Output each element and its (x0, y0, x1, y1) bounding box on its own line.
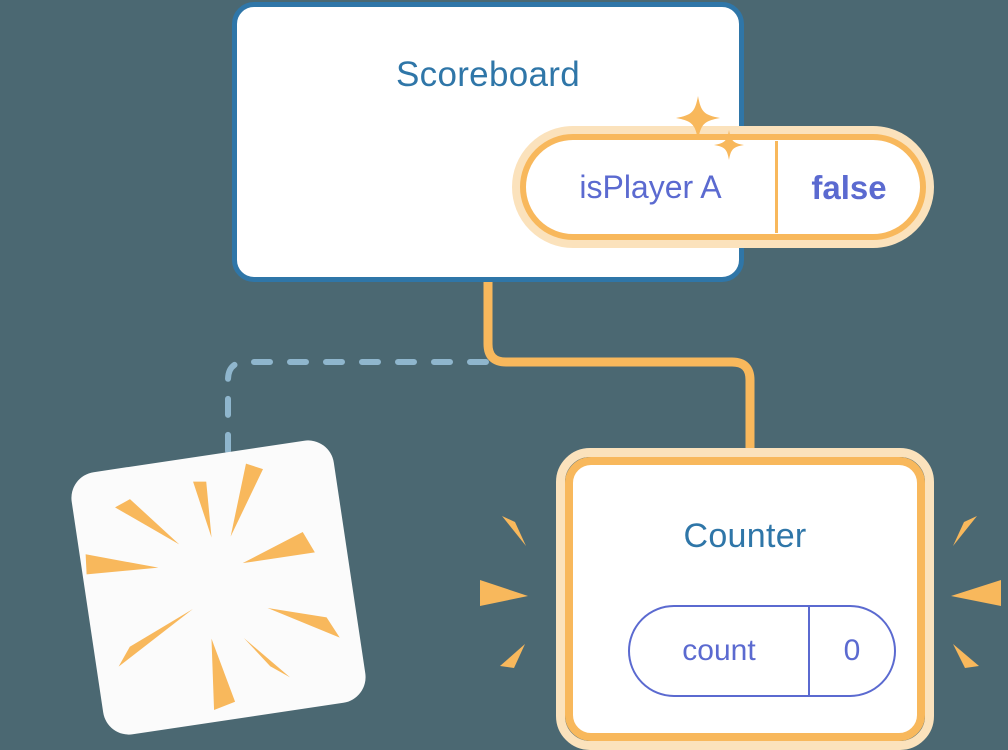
pill-divider (775, 141, 778, 233)
ray (953, 516, 977, 546)
ray (953, 644, 979, 668)
burst-ray (193, 481, 212, 538)
counter-card[interactable]: Counter count 0 (556, 448, 934, 750)
pill-divider (808, 607, 810, 695)
counter-prop-pill[interactable]: count 0 (628, 605, 896, 697)
scoreboard-prop-pill[interactable]: isPlayer A false (512, 126, 934, 248)
scoreboard-prop-value: false (811, 168, 887, 206)
counter-card-body: Counter count 0 (565, 457, 925, 741)
scoreboard-title: Scoreboard (396, 55, 580, 94)
burst-ray (267, 607, 340, 638)
burst-ray (243, 637, 291, 678)
scoreboard-card[interactable]: Scoreboard isPlayer A false (232, 2, 934, 282)
ray (502, 516, 526, 546)
burst-rays (85, 463, 340, 711)
sparkle-small-icon (714, 130, 744, 160)
sparkle-large-icon (676, 96, 720, 140)
counter-rays-left (480, 516, 528, 668)
connector-solid-scoreboard-to-counter (483, 282, 755, 455)
counter-rays-right (951, 516, 1001, 668)
burst-ray (118, 609, 193, 667)
sparkle-group (676, 96, 744, 160)
burst-ray (211, 638, 236, 711)
counter-prop-key: count (682, 634, 756, 667)
counter-prop-value: 0 (843, 634, 861, 667)
burst-group (85, 463, 340, 711)
pill-halo (512, 126, 934, 248)
pill-ring: isPlayer A false (520, 134, 926, 240)
counter-title: Counter (683, 517, 807, 555)
blank-card[interactable] (67, 436, 370, 739)
burst-ray (242, 531, 315, 564)
ray (500, 644, 525, 668)
burst-ray (230, 463, 263, 537)
ray (480, 580, 528, 606)
burst-ray (115, 499, 180, 545)
burst-ray (85, 554, 159, 575)
scoreboard-prop-key: isPlayer A (579, 169, 722, 205)
ray (951, 580, 1001, 606)
